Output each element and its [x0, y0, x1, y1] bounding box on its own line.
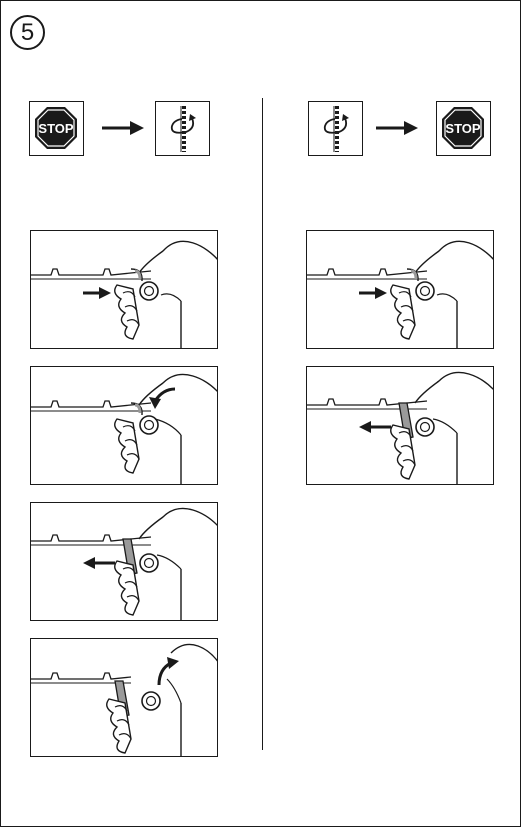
- rotating-drill-bit-icon: [156, 102, 208, 154]
- drill-grip-illustration: [31, 231, 218, 349]
- drill-rotation-icon-box: [155, 101, 210, 156]
- step-number: 5: [21, 19, 34, 47]
- drill-grip-illustration: [31, 639, 218, 757]
- sequence-arrow-icon: [100, 118, 146, 138]
- illustration-panel: [30, 502, 218, 621]
- stop-sign-text: STOP: [38, 121, 73, 136]
- illustration-panel: [30, 230, 218, 349]
- illustration-panel: [306, 230, 494, 349]
- stop-icon-box: STOP: [436, 101, 491, 156]
- drill-grip-illustration: [31, 367, 218, 485]
- illustration-panel: [306, 366, 494, 485]
- drill-rotation-icon-box: [308, 101, 363, 156]
- column-divider: [262, 98, 263, 750]
- drill-grip-illustration: [307, 367, 494, 485]
- stop-sign-text: STOP: [445, 121, 480, 136]
- drill-grip-illustration: [31, 503, 218, 621]
- drill-grip-illustration: [307, 231, 494, 349]
- illustration-panel: [30, 366, 218, 485]
- stop-icon-box: STOP: [29, 101, 84, 156]
- step-number-badge: 5: [10, 15, 45, 50]
- stop-sign-icon: STOP: [30, 102, 82, 154]
- sequence-arrow-icon: [374, 118, 420, 138]
- illustration-panel: [30, 638, 218, 757]
- rotating-drill-bit-icon: [309, 102, 361, 154]
- stop-sign-icon: STOP: [437, 102, 489, 154]
